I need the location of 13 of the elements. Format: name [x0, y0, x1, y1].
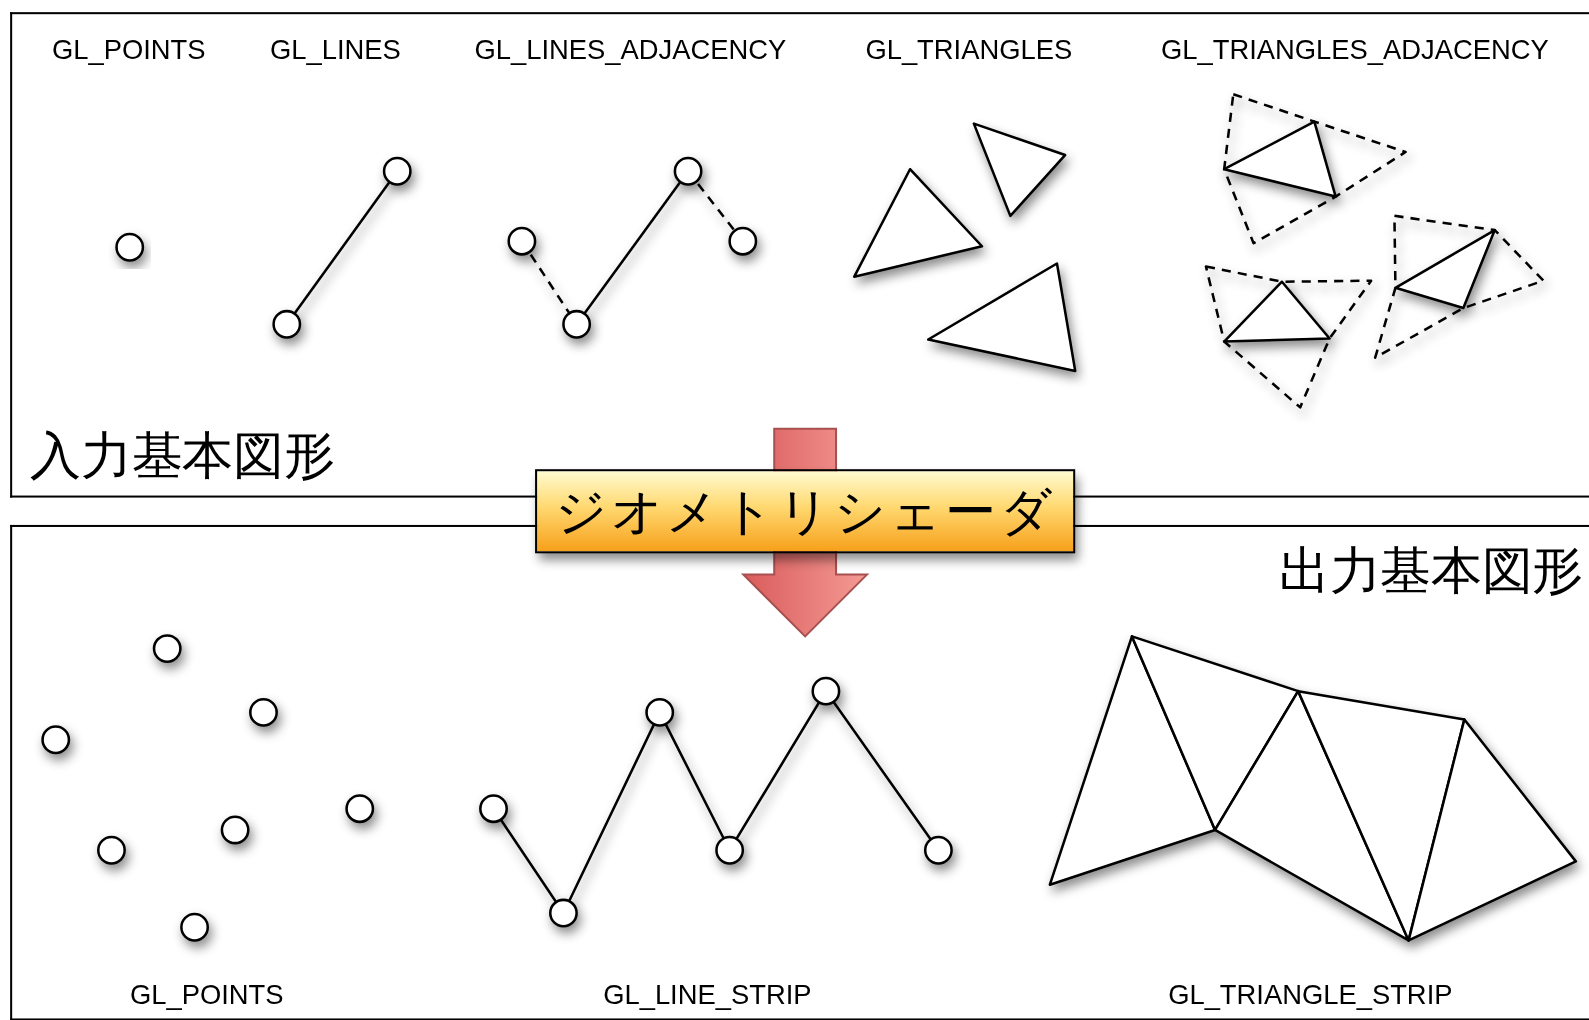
primitive-name: GL_POINTS: [129, 981, 284, 1010]
panel-title: 入力基本図形: [30, 430, 335, 482]
primitive-name: GL_TRIANGLE_STRIP: [1168, 981, 1453, 1010]
primitive-name: GL_TRIANGLES_ADJACENCY: [1161, 36, 1549, 64]
primitive-name: GL_POINTS: [51, 36, 206, 64]
shader-label: ジオメトリシェーダ: [554, 485, 1056, 537]
panel-title: 出力基本図形: [1278, 545, 1583, 596]
primitive-name: GL_TRIANGLES: [865, 36, 1073, 64]
block-arrow: [740, 427, 870, 638]
primitive-name: GL_LINES_ADJACENCY: [474, 36, 787, 64]
shader-box: [535, 469, 1076, 554]
primitive-name: GL_LINE_STRIP: [603, 981, 812, 1010]
primitive-name: GL_LINES: [270, 36, 401, 64]
